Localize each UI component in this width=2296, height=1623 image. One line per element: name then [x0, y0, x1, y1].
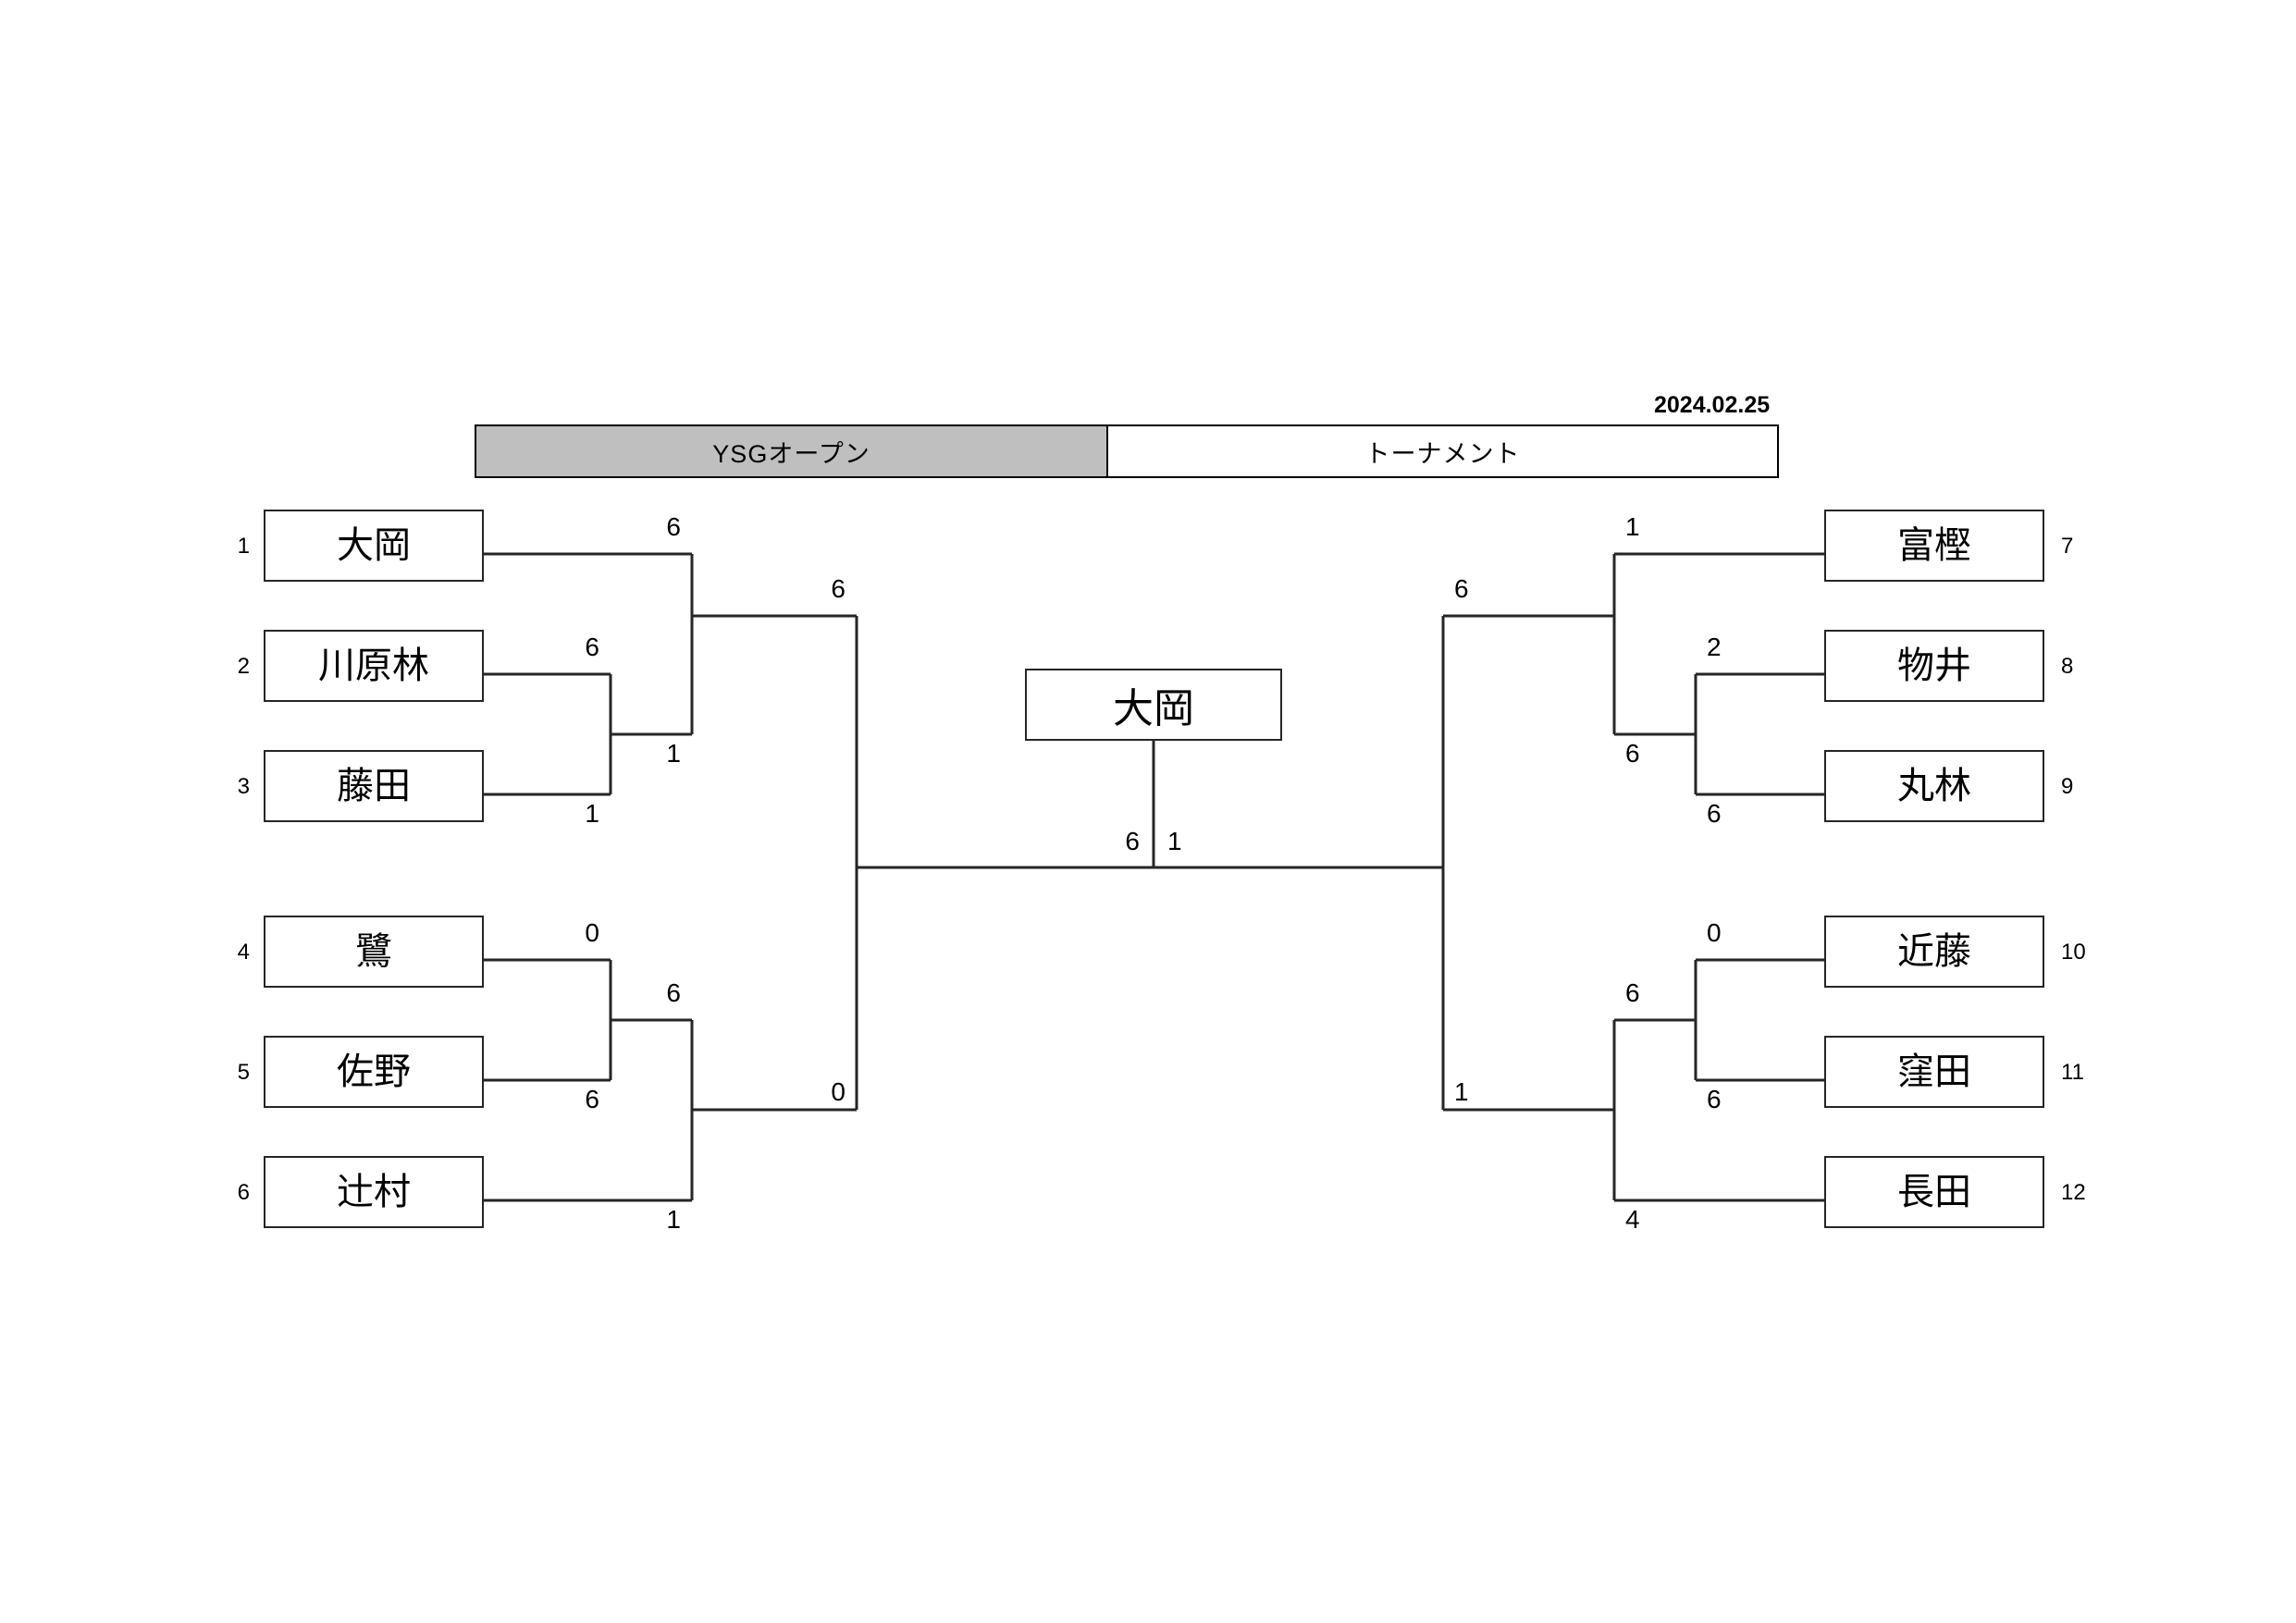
player-box-7[interactable]: 富樫 — [1824, 510, 2044, 582]
seed-label-6: 6 — [237, 1180, 250, 1205]
score-right-r2-lower-bottom: 4 — [1625, 1205, 1640, 1234]
score-right-r1-lower-bottom: 6 — [1707, 1085, 1722, 1113]
score-left-semi-top: 6 — [831, 574, 846, 603]
score-left-r2-upper-top: 6 — [666, 512, 681, 541]
seed-label-1: 1 — [237, 534, 250, 559]
seed-label-2: 2 — [237, 654, 250, 679]
player-name-3: 藤田 — [337, 766, 411, 806]
score-left-r1-lower-top: 0 — [585, 918, 599, 947]
score-left-r1-upper-bottom: 1 — [585, 799, 599, 828]
event-date: 2024.02.25 — [1654, 392, 1771, 418]
seed-label-10: 10 — [2061, 940, 2086, 965]
champion-box[interactable]: 大岡 — [1025, 669, 1282, 741]
seed-label-9: 9 — [2061, 774, 2074, 799]
player-box-6[interactable]: 辻村 — [264, 1156, 484, 1228]
seed-label-7: 7 — [2061, 534, 2074, 559]
player-box-5[interactable]: 佐野 — [264, 1036, 484, 1108]
player-box-11[interactable]: 窪田 — [1824, 1036, 2044, 1108]
score-final-left: 6 — [1125, 827, 1140, 855]
seed-label-3: 3 — [237, 774, 250, 799]
player-name-12: 長田 — [1897, 1172, 1971, 1212]
seed-label-12: 12 — [2061, 1180, 2086, 1205]
player-name-2: 川原林 — [318, 646, 429, 686]
player-name-4: 鷺 — [355, 931, 392, 972]
player-name-9: 丸林 — [1897, 766, 1971, 806]
player-name-10: 近藤 — [1897, 931, 1971, 972]
score-left-r2-lower-top: 6 — [666, 978, 681, 1007]
player-box-12[interactable]: 長田 — [1824, 1156, 2044, 1228]
player-name-8: 物井 — [1897, 646, 1971, 686]
score-left-semi-bottom: 0 — [831, 1077, 846, 1106]
score-left-r2-upper-bottom: 1 — [666, 739, 681, 768]
score-right-semi-top: 6 — [1454, 574, 1469, 603]
score-right-r2-upper-bottom: 6 — [1625, 739, 1640, 768]
score-left-r1-lower-bottom: 6 — [585, 1085, 599, 1113]
player-box-8[interactable]: 物井 — [1824, 630, 2044, 702]
player-box-2[interactable]: 川原林 — [264, 630, 484, 702]
seed-label-5: 5 — [237, 1060, 250, 1085]
score-right-r1-upper-top: 2 — [1707, 633, 1722, 661]
title-banner: YSGオープン トーナメント — [475, 424, 1779, 478]
score-right-r2-upper-top: 1 — [1625, 512, 1640, 541]
score-final-right: 1 — [1167, 827, 1182, 855]
seed-label-8: 8 — [2061, 654, 2074, 679]
player-box-1[interactable]: 大岡 — [264, 510, 484, 582]
player-name-5: 佐野 — [337, 1051, 411, 1092]
player-box-10[interactable]: 近藤 — [1824, 916, 2044, 988]
player-name-1: 大岡 — [337, 525, 411, 566]
player-name-7: 富樫 — [1897, 525, 1971, 566]
player-name-6: 辻村 — [337, 1172, 411, 1212]
seed-label-4: 4 — [237, 940, 250, 965]
score-right-r1-lower-top: 0 — [1707, 918, 1722, 947]
player-box-4[interactable]: 鷺 — [264, 916, 484, 988]
player-box-3[interactable]: 藤田 — [264, 750, 484, 822]
score-left-r1-upper-top: 6 — [585, 633, 599, 661]
seed-label-11: 11 — [2061, 1060, 2084, 1085]
score-right-r2-lower-top: 6 — [1625, 978, 1640, 1007]
champion-name: 大岡 — [1113, 686, 1194, 732]
player-name-11: 窪田 — [1897, 1051, 1971, 1092]
score-right-r1-upper-bottom: 6 — [1707, 799, 1722, 828]
format-title: トーナメント — [1108, 424, 1779, 478]
player-box-9[interactable]: 丸林 — [1824, 750, 2044, 822]
score-left-r2-lower-bottom: 1 — [666, 1205, 681, 1234]
event-title: YSGオープン — [475, 424, 1108, 478]
score-right-semi-bottom: 1 — [1454, 1077, 1469, 1106]
